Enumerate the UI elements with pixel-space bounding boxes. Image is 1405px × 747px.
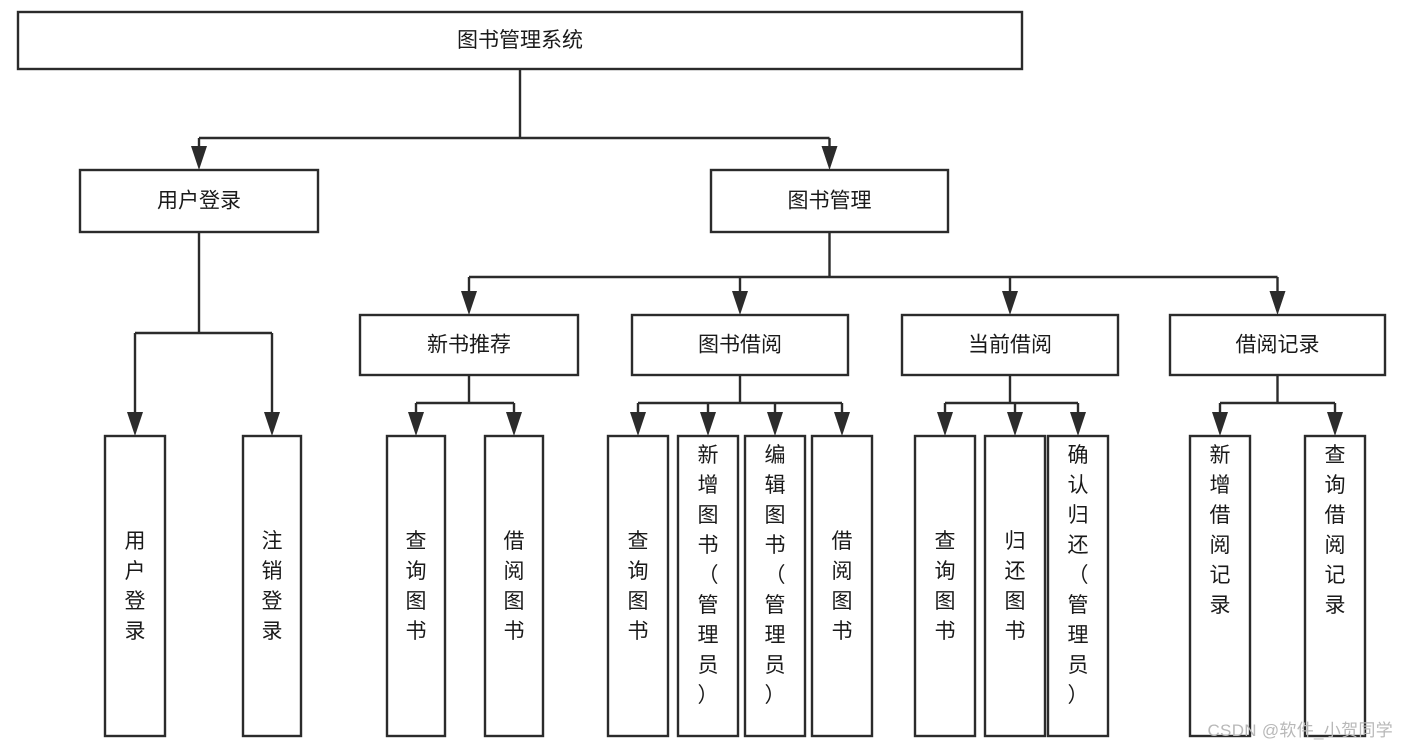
- arrow-head: [461, 291, 477, 315]
- arrow-head: [1327, 412, 1343, 436]
- leaf-node-2[interactable]: 查询图书: [385, 434, 447, 738]
- arrow-head: [506, 412, 522, 436]
- node-label: 图书借阅: [698, 334, 782, 357]
- arrow-head: [700, 412, 716, 436]
- leaf-node-12[interactable]: 查询借阅记录: [1303, 434, 1367, 738]
- arrow-head: [1269, 291, 1286, 315]
- level3-node-1[interactable]: 图书借阅: [630, 313, 850, 377]
- leaf-node-7[interactable]: 借阅图书: [810, 434, 874, 738]
- level3-node-2[interactable]: 当前借阅: [900, 313, 1120, 377]
- node-label: 归还图书: [1005, 530, 1026, 643]
- level2-node-1[interactable]: 图书管理: [709, 168, 950, 234]
- leaf-node-8[interactable]: 查询图书: [913, 434, 977, 738]
- arrow-head: [732, 291, 748, 315]
- leaf-node-9[interactable]: 归还图书: [983, 434, 1047, 738]
- arrow-head: [264, 412, 280, 436]
- arrow-head: [630, 412, 646, 436]
- arrow-head: [1070, 412, 1086, 436]
- node-label: 当前借阅: [968, 334, 1052, 357]
- node-label: 新书推荐: [427, 334, 511, 357]
- node-label: 编辑图书（管理员）: [765, 444, 786, 707]
- connector-lines: [127, 69, 1343, 436]
- leaf-node-10[interactable]: 确认归还（管理员）: [1046, 434, 1110, 738]
- node-label: 借阅记录: [1236, 334, 1320, 357]
- arrow-head: [1007, 412, 1023, 436]
- node-label: 注销登录: [262, 530, 283, 643]
- arrow-head: [408, 412, 424, 436]
- leaf-node-4[interactable]: 查询图书: [606, 434, 670, 738]
- node-label: 查询图书: [406, 530, 427, 643]
- node-boxes: 图书管理系统用户登录图书管理新书推荐图书借阅当前借阅借阅记录用户登录注销登录查询…: [16, 10, 1387, 738]
- node-label: 用户登录: [125, 530, 146, 643]
- arrow-head: [1212, 412, 1228, 436]
- node-label: 查询图书: [628, 530, 649, 643]
- arrow-head: [937, 412, 953, 436]
- node-label: 图书管理: [788, 190, 872, 213]
- node-label: 新增借阅记录: [1210, 444, 1231, 617]
- node-label: 确认归还（管理员）: [1068, 444, 1089, 707]
- node-label: 新增图书（管理员）: [698, 444, 719, 707]
- leaf-node-3[interactable]: 借阅图书: [483, 434, 545, 738]
- arrow-head: [821, 146, 838, 170]
- leaf-node-11[interactable]: 新增借阅记录: [1188, 434, 1252, 738]
- leaf-node-5[interactable]: 新增图书（管理员）: [676, 434, 740, 738]
- level2-node-0[interactable]: 用户登录: [78, 168, 320, 234]
- leaf-node-1[interactable]: 注销登录: [241, 434, 303, 738]
- arrow-head: [767, 412, 783, 436]
- arrow-head: [127, 412, 143, 436]
- leaf-node-6[interactable]: 编辑图书（管理员）: [743, 434, 807, 738]
- arrow-head: [834, 412, 850, 436]
- node-label: 借阅图书: [832, 530, 853, 643]
- arrow-head: [191, 146, 207, 170]
- watermark-label: CSDN @软件_小贺同学: [1207, 721, 1393, 740]
- root-node-root[interactable]: 图书管理系统: [16, 10, 1024, 71]
- leaf-node-0[interactable]: 用户登录: [103, 434, 167, 738]
- node-label: 借阅图书: [504, 530, 525, 643]
- node-label: 用户登录: [157, 190, 241, 213]
- level3-node-3[interactable]: 借阅记录: [1168, 313, 1387, 377]
- node-label: 图书管理系统: [457, 29, 583, 52]
- arrow-head: [1002, 291, 1018, 315]
- node-label: 查询图书: [935, 530, 956, 643]
- node-label: 查询借阅记录: [1325, 444, 1346, 617]
- level3-node-0[interactable]: 新书推荐: [358, 313, 580, 377]
